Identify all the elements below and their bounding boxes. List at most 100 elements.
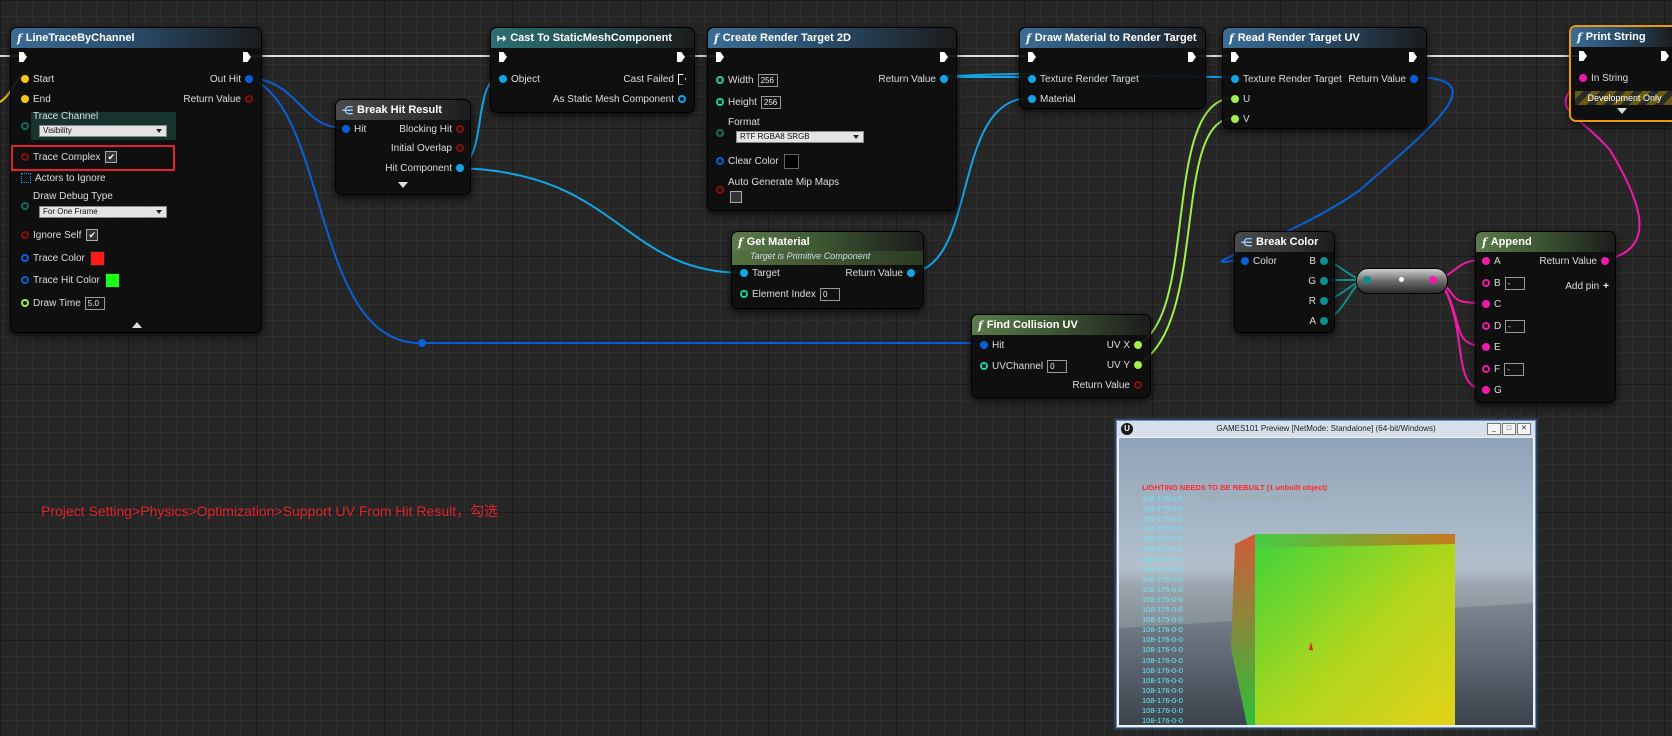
byte-pin-icon[interactable] — [21, 122, 29, 130]
object-pin-icon[interactable] — [1028, 95, 1036, 103]
b-input[interactable]: - — [1504, 276, 1525, 290]
string-pin-icon[interactable] — [1482, 279, 1490, 287]
int-pin-icon[interactable] — [740, 290, 748, 298]
return-value-pin-row[interactable]: Return Value — [1348, 71, 1422, 87]
material-pin-row[interactable]: Material — [1024, 91, 1076, 107]
struct-pin-icon[interactable] — [1241, 257, 1249, 265]
hit-pin-row[interactable]: Hit — [338, 121, 366, 137]
texture-rt-pin-row[interactable]: Texture Render Target — [1024, 71, 1139, 87]
clear-color-pin-row[interactable]: Clear Color — [712, 153, 799, 169]
draw-debug-type-pin-row[interactable]: Draw Debug Type — [17, 190, 113, 210]
string-pin-icon[interactable] — [1482, 322, 1490, 330]
minimize-button[interactable]: _ — [1487, 423, 1501, 435]
exec-in-pin[interactable] — [499, 52, 507, 62]
float-pin-icon[interactable] — [1231, 115, 1239, 123]
target-pin-row[interactable]: Target — [736, 265, 780, 281]
string-pin-icon[interactable] — [1579, 74, 1587, 82]
string-pin-icon[interactable] — [1482, 257, 1490, 265]
exec-out-pin[interactable] — [940, 52, 948, 62]
break-color-header[interactable]: ⋲Break Color — [1235, 232, 1334, 252]
exec-out-pin[interactable] — [243, 52, 251, 62]
bool-pin-icon[interactable] — [456, 125, 464, 133]
texture-rt-pin-row[interactable]: Texture Render Target — [1227, 71, 1342, 87]
exec-in-pin[interactable] — [1028, 52, 1036, 62]
byte-pin-icon[interactable] — [716, 129, 724, 137]
break-color-node[interactable]: ⋲Break Color Color B G R A — [1234, 231, 1335, 333]
as-static-mesh-pin-row[interactable]: As Static Mesh Component — [553, 91, 690, 107]
add-pin-button[interactable]: Add pin+ — [1565, 278, 1609, 294]
bool-pin-icon[interactable] — [1134, 381, 1142, 389]
struct-pin-icon[interactable] — [342, 125, 350, 133]
string-pin-icon[interactable] — [1482, 343, 1490, 351]
struct-pin-icon[interactable] — [980, 341, 988, 349]
auto-mips-checkbox[interactable] — [730, 191, 742, 203]
float-pin-icon[interactable] — [1320, 277, 1328, 285]
uv-y-pin-row[interactable]: UV Y — [1107, 357, 1146, 373]
trace-color-pin-row[interactable]: Trace Color — [17, 250, 105, 266]
maximize-button[interactable]: □ — [1502, 423, 1516, 435]
a-pin-row[interactable]: A — [1309, 313, 1332, 329]
vector-pin-icon[interactable] — [21, 75, 29, 83]
expand-arrow-icon[interactable] — [398, 182, 408, 188]
ignore-self-pin-row[interactable]: Ignore Self✔ — [17, 227, 99, 243]
color-pin-row[interactable]: Color — [1237, 253, 1277, 269]
e-pin-row[interactable]: E — [1478, 339, 1501, 355]
trace-hit-color-swatch[interactable] — [104, 272, 120, 288]
preview-window[interactable]: U GAMES101 Preview [NetMode: Standalone]… — [1116, 420, 1536, 728]
object-pin-icon[interactable] — [678, 95, 686, 103]
float-pin-icon[interactable] — [1320, 297, 1328, 305]
float-pin-icon[interactable] — [1231, 95, 1239, 103]
in-string-pin-row[interactable]: In String — [1575, 70, 1628, 86]
u-pin-row[interactable]: U — [1227, 91, 1250, 107]
g-pin-row[interactable]: G — [1308, 273, 1332, 289]
float-input-pin-icon[interactable] — [1363, 276, 1371, 284]
f-pin-row[interactable]: F- — [1478, 361, 1525, 377]
a-pin-row[interactable]: A — [1478, 253, 1501, 269]
byte-pin-icon[interactable] — [21, 202, 29, 210]
trace-color-swatch[interactable] — [89, 250, 105, 266]
float-pin-icon[interactable] — [1320, 317, 1328, 325]
bool-pin-icon[interactable] — [245, 95, 253, 103]
d-input[interactable]: - — [1505, 319, 1526, 333]
exec-out-pin[interactable] — [1409, 52, 1417, 62]
color-pin-icon[interactable] — [21, 254, 29, 262]
cast-node[interactable]: ↦Cast To StaticMeshComponent Object Cast… — [490, 27, 695, 113]
object-pin-row[interactable]: Object — [495, 71, 540, 87]
cast-failed-pin-row[interactable]: Cast Failed — [623, 71, 690, 87]
b-pin-row[interactable]: B — [1309, 253, 1332, 269]
string-output-pin-icon[interactable] — [1429, 276, 1437, 284]
exec-out-pin[interactable] — [1188, 52, 1196, 62]
v-pin-row[interactable]: V — [1227, 111, 1250, 127]
start-pin-row[interactable]: Start — [17, 71, 54, 87]
clear-color-swatch[interactable] — [783, 153, 799, 169]
exec-in-pin[interactable] — [1231, 52, 1239, 62]
end-pin-row[interactable]: End — [17, 91, 51, 107]
draw-time-input[interactable]: 5.0 — [84, 296, 105, 310]
int-pin-icon[interactable] — [716, 76, 724, 84]
bool-pin-icon[interactable] — [21, 153, 29, 161]
break-hit-header[interactable]: ⋲Break Hit Result — [336, 100, 470, 120]
out-hit-pin-row[interactable]: Out Hit — [210, 71, 257, 87]
g-pin-row[interactable]: G — [1478, 382, 1502, 398]
trace-hit-color-pin-row[interactable]: Trace Hit Color — [17, 272, 120, 288]
preview-titlebar[interactable]: U GAMES101 Preview [NetMode: Standalone]… — [1117, 421, 1535, 437]
auto-mips-pin-row[interactable]: Auto Generate Mip Maps — [712, 176, 839, 194]
format-pin-row[interactable]: Format — [712, 116, 760, 137]
exec-in-pin[interactable] — [1579, 51, 1587, 61]
bool-pin-icon[interactable] — [456, 144, 464, 152]
object-pin-icon[interactable] — [740, 269, 748, 277]
struct-pin-icon[interactable] — [1410, 75, 1418, 83]
exec-in-pin[interactable] — [716, 52, 724, 62]
return-value-pin-row[interactable]: Return Value — [1072, 377, 1146, 393]
object-pin-icon[interactable] — [940, 75, 948, 83]
int-pin-icon[interactable] — [716, 98, 724, 106]
exec-in-pin[interactable] — [19, 52, 27, 62]
